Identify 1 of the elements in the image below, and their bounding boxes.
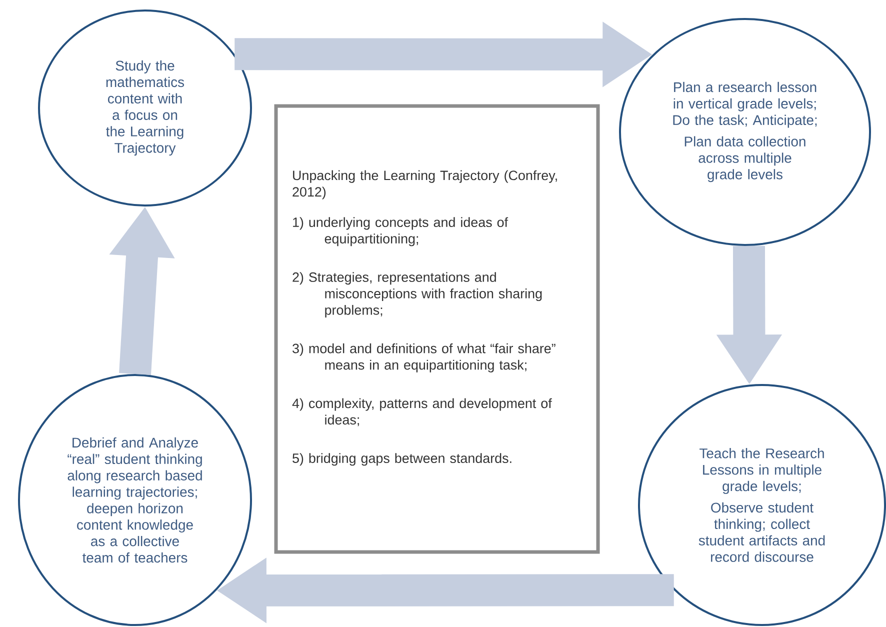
text-box: Unpacking the Learning Trajectory (Confrey, 2012) 1) underlying concepts and ideas of equipartitioning; 2) Strategies, representations and misconceptions with fraction sharing problems; 3) model and definitions of what “fair share” means in an equipartitioning task; 4) complexity, patterns and development of ideas; 5) bridging gaps between standards. <box>274 104 600 554</box>
